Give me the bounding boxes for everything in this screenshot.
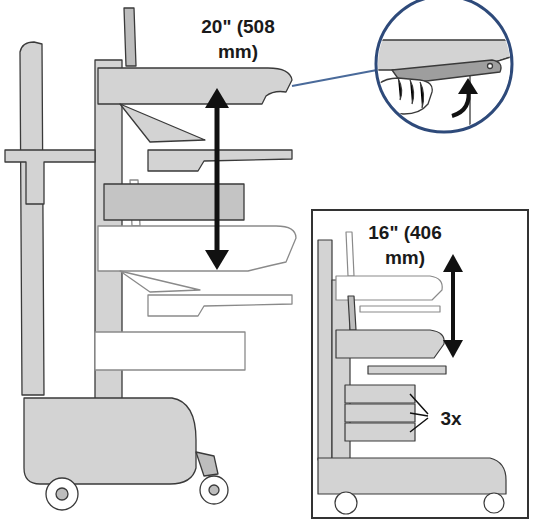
- tray-arm: [120, 104, 205, 142]
- zoom-detail: [352, 40, 514, 140]
- accessory-bracket: [5, 150, 95, 204]
- quantity-label: 3x: [431, 406, 471, 431]
- wheel-hub: [56, 488, 68, 500]
- caster-hub: [209, 485, 219, 495]
- cart-base: [24, 398, 196, 484]
- inset-cart: [318, 232, 506, 514]
- inset-height-arrow: [443, 254, 463, 358]
- quantity-bracket: [410, 394, 428, 432]
- height-arrow: [205, 88, 229, 270]
- monitor-mount: [124, 8, 136, 66]
- inset-frame: [312, 210, 528, 518]
- lowered-position: [95, 180, 296, 370]
- dimension-label: 16" (406 mm): [357, 220, 453, 270]
- lift-arrowhead: [458, 78, 478, 94]
- caster: [200, 476, 228, 504]
- worksurface: [98, 68, 292, 104]
- caster-bracket: [196, 452, 218, 476]
- wheel: [46, 478, 78, 510]
- zoom-leader: [292, 70, 377, 86]
- dimension-label: 20" (508 mm): [190, 14, 286, 64]
- keyboard-tray: [148, 150, 292, 171]
- storage-box: [104, 184, 244, 220]
- handle-post: [20, 42, 44, 395]
